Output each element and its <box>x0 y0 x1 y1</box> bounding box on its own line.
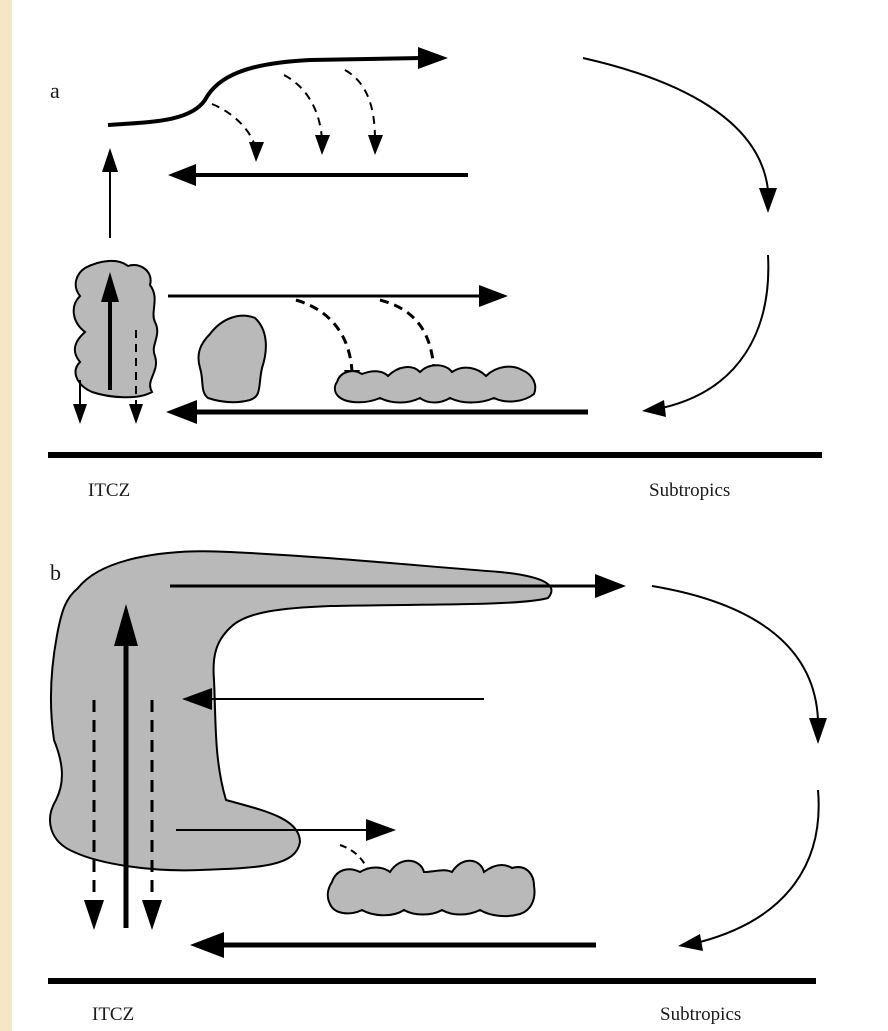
panel-a-upper-dashed-subsidence <box>212 70 375 150</box>
panel-a-right-descent-lower <box>662 255 768 408</box>
panel-a-upper-outflow-arrowhead <box>418 47 448 69</box>
panel-b-upper-outflow-arrowhead <box>595 574 626 598</box>
panel-b-subtropics-label: Subtropics <box>660 1004 741 1025</box>
panel-a-mid-dashed-1 <box>296 300 352 372</box>
panel-b: b ITCZ Sub <box>48 551 827 1025</box>
panel-a-downdraft-right-arrowhead <box>129 404 143 424</box>
panel-a-right-descent-arrowhead <box>759 188 777 213</box>
panel-b-right-descent-lower <box>700 790 819 942</box>
panel-a-shallow-clouds <box>335 365 535 402</box>
panel-a-letter: a <box>50 78 60 103</box>
panel-a-upper-return-arrowhead <box>168 164 196 186</box>
panel-a-dash-arrowhead-1 <box>249 142 264 162</box>
panel-a-thin-ascent-arrowhead <box>102 148 118 172</box>
panel-a: a <box>48 47 822 501</box>
panel-a-dash-arrowhead-2 <box>315 135 330 155</box>
panel-a-low-level-inflow-arrowhead <box>166 400 197 424</box>
panel-b-downdraft-left-arrowhead <box>84 900 104 930</box>
panel-b-low-level-inflow-arrowhead <box>190 932 224 958</box>
panel-b-lower-outflow-arrowhead <box>366 819 396 841</box>
panel-a-right-descent-upper <box>583 58 768 190</box>
panel-a-mid-outflow-arrowhead <box>479 285 508 307</box>
panel-a-dash-arrowhead-3 <box>368 135 383 155</box>
panel-b-right-descent-upper <box>652 586 818 720</box>
panel-a-subtropics-label: Subtropics <box>649 480 730 501</box>
panel-b-shallow-clouds <box>328 861 535 916</box>
panel-b-letter: b <box>50 560 61 585</box>
panel-a-downdraft-left-arrowhead <box>73 404 87 424</box>
panel-a-itcz-label: ITCZ <box>88 480 130 501</box>
panel-b-lower-curve-arrowhead <box>678 934 703 951</box>
panel-a-upper-outflow <box>108 58 422 125</box>
panel-a-mid-dashed-2 <box>380 300 434 372</box>
panel-b-downdraft-right-arrowhead <box>142 900 162 930</box>
panel-a-tall-cumulus <box>74 261 158 397</box>
panel-b-right-descent-arrowhead <box>809 718 827 744</box>
panel-b-itcz-label: ITCZ <box>92 1004 134 1025</box>
panel-a-lower-curve-arrowhead <box>642 400 666 417</box>
panel-a-small-cumulus <box>198 316 265 402</box>
